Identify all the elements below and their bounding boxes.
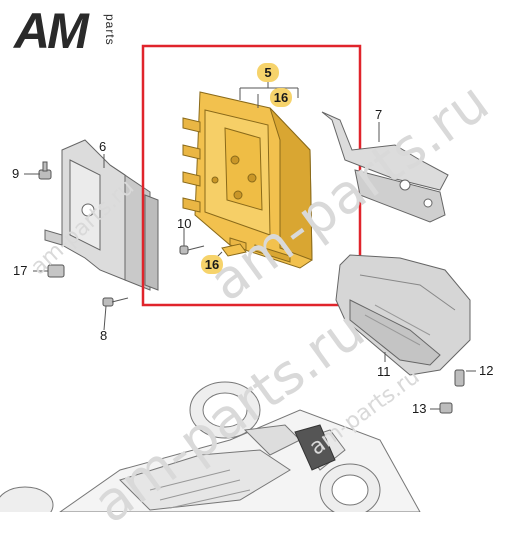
module-location-marker [294, 424, 336, 471]
callout-5[interactable]: 5 [257, 63, 279, 82]
control-module-5 [182, 91, 313, 269]
bracket-7 [321, 111, 449, 223]
callout-16-top[interactable]: 16 [270, 88, 292, 107]
bracket-6 [44, 139, 159, 291]
callout-17[interactable]: 17 [13, 263, 28, 278]
bolt-12 [454, 369, 465, 387]
bolt-13 [439, 402, 453, 414]
bolt-9 [38, 161, 52, 180]
pad-16 [221, 243, 247, 257]
screw-10 [179, 245, 205, 255]
callout-8[interactable]: 8 [100, 328, 108, 343]
callout-12[interactable]: 12 [479, 363, 494, 378]
callout-11[interactable]: 11 [377, 364, 391, 379]
nut-17 [47, 264, 65, 278]
callout-13[interactable]: 13 [412, 401, 427, 416]
brand-logo: AM [14, 3, 89, 59]
cover-11 [335, 254, 471, 376]
callout-16-lower[interactable]: 16 [201, 255, 223, 274]
callout-9[interactable]: 9 [12, 166, 20, 181]
callout-6[interactable]: 6 [99, 139, 107, 154]
vehicle-underbody [0, 381, 421, 512]
parts-diagram: AM parts am-parts.ru am-parts.ru am-part… [0, 3, 501, 535]
diagram-drawing [0, 44, 476, 512]
brand-logo-suffix: parts [103, 14, 117, 46]
bolt-8 [102, 297, 129, 307]
callout-7[interactable]: 7 [375, 107, 383, 122]
callout-10[interactable]: 10 [177, 216, 192, 231]
